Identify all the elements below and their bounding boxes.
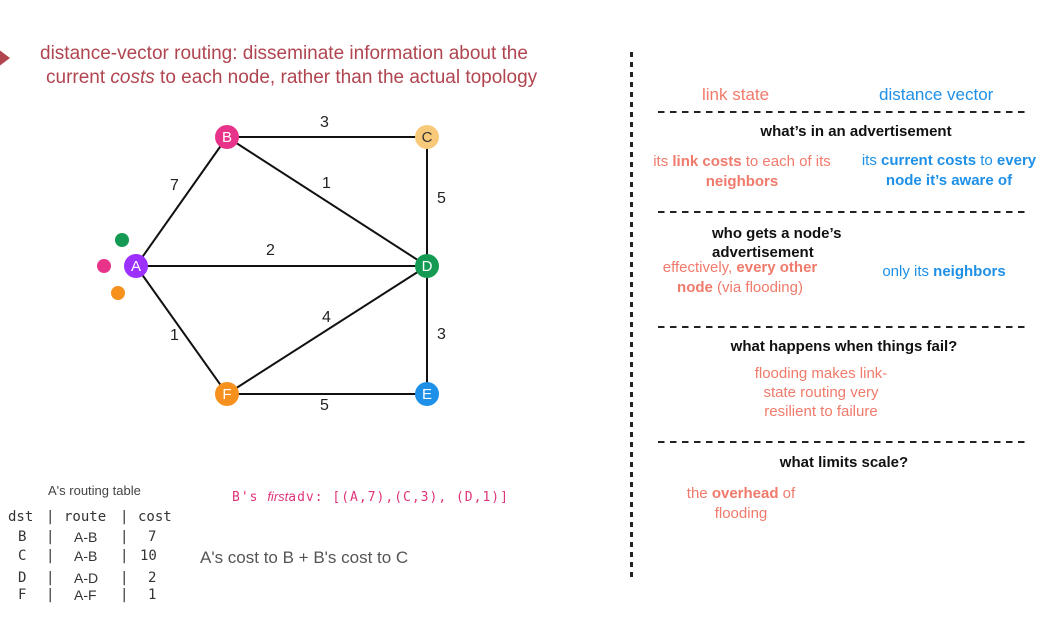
question-scale: what limits scale?: [779, 454, 909, 471]
divider-line: [658, 441, 1030, 443]
edge-cost-A-D: 2: [266, 242, 275, 259]
decor-dot: [115, 233, 129, 247]
advertisement-entries: [(A,7),(C,3), (D,1)]: [332, 490, 509, 505]
node-label-A: A: [131, 258, 141, 275]
decor-dot: [97, 259, 111, 273]
edge-cost-C-D: 5: [437, 190, 446, 207]
node-label-B: B: [222, 129, 232, 146]
divider-line: [658, 326, 1030, 328]
ls-scale-answer: the overhead of flooding: [686, 485, 796, 522]
edge-B-D: [226, 136, 428, 267]
edge-F-D: [226, 265, 428, 395]
title-emphasis: costs: [110, 67, 155, 88]
ls-advertisement-content: its link costs to each of its neighbors: [653, 153, 831, 190]
edge-A-F: [135, 265, 228, 395]
routing-table: dst | route | cost B| A-B| 7 C| A-B| 10 …: [8, 509, 172, 603]
cost-annotation: A's cost to B + B's cost to C: [200, 548, 409, 567]
header-distance-vector: distance vector: [879, 85, 994, 104]
node-label-F: F: [222, 386, 231, 403]
divider-line: [658, 111, 1030, 113]
ls-who-gets-advertisement: effectively, every other node (via flood…: [662, 259, 818, 296]
node-F: [215, 382, 239, 406]
node-D: [415, 254, 439, 278]
edge-cost-B-D: 1: [322, 175, 331, 192]
node-E: [415, 382, 439, 406]
node-label-D: D: [422, 258, 433, 275]
node-B: [215, 125, 239, 149]
title-line-2: current costs to each node, rather than …: [46, 67, 538, 88]
edge-cost-A-B: 7: [170, 177, 179, 194]
edge-cost-A-F: 1: [170, 327, 179, 344]
slide-title: distance-vector routing: disseminate inf…: [40, 42, 600, 90]
routing-table-title: A's routing table: [48, 483, 141, 498]
node-label-E: E: [422, 386, 432, 403]
vertical-divider: [630, 52, 633, 577]
node-label-C: C: [422, 129, 433, 146]
question-failure: what happens when things fail?: [730, 338, 958, 355]
question-advertisement-content: what’s in an advertisement: [760, 123, 952, 140]
b-first-advertisement: B's firstadv: [(A,7),(C,3), (D,1)]: [232, 489, 509, 505]
node-A: [124, 254, 148, 278]
ls-failure-answer: flooding makes link-state routing very r…: [754, 365, 888, 420]
edge-A-B: [135, 136, 228, 267]
edge-cost-D-E: 3: [437, 326, 446, 343]
title-line-1: distance-vector routing: disseminate inf…: [40, 43, 528, 64]
slide-bullet-arrow: [0, 40, 10, 76]
question-who-gets-advertisement: who gets a node’s advertisement: [712, 225, 842, 261]
node-C: [415, 125, 439, 149]
edge-cost-B-C: 3: [320, 114, 329, 131]
dv-advertisement-content: its current costs to every node it’s awa…: [861, 152, 1037, 189]
edge-cost-F-D: 4: [322, 309, 331, 326]
dv-who-gets-advertisement: only its neighbors: [882, 263, 1006, 280]
decor-dot: [111, 286, 125, 300]
edge-cost-F-E: 5: [320, 397, 329, 414]
divider-line: [658, 211, 1030, 213]
header-link-state: link state: [702, 85, 770, 104]
